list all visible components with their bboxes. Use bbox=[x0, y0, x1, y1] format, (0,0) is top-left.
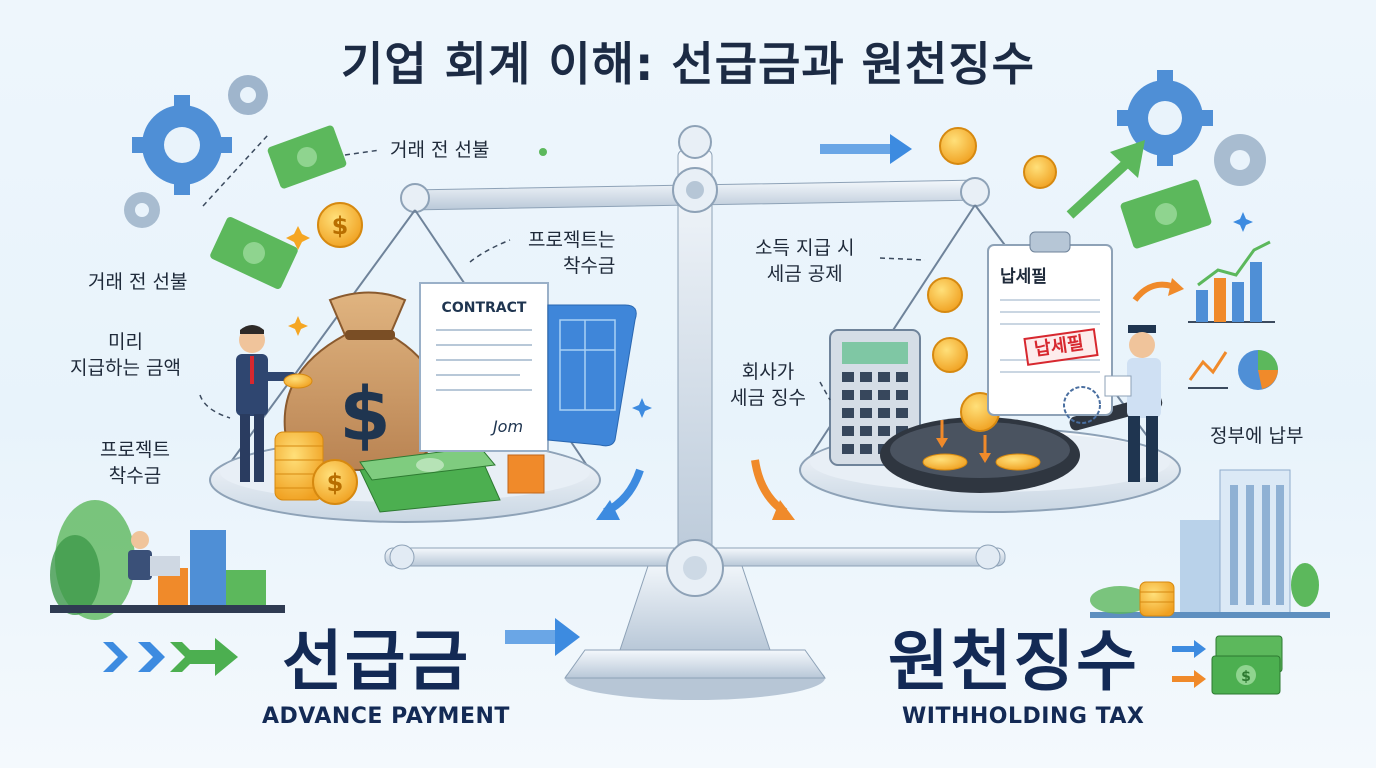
label-project-deposit-center: 프로젝트는 착수금 bbox=[528, 229, 616, 277]
arrow-right-icon bbox=[505, 618, 580, 656]
businessman-figure bbox=[236, 325, 313, 482]
calculator-icon bbox=[829, 329, 921, 466]
arrow-right-icon bbox=[820, 134, 912, 164]
label-pre-payment-top: 거래 전 선불 bbox=[390, 139, 490, 161]
label-pay-to-government: 정부에 납부 bbox=[1210, 425, 1304, 447]
money-bill-icon bbox=[267, 125, 347, 189]
svg-text:$: $ bbox=[339, 372, 391, 458]
line-chart-icon bbox=[1188, 351, 1228, 389]
bar-chart-icon bbox=[1188, 240, 1275, 323]
gear-icon bbox=[228, 75, 268, 115]
building-icon bbox=[1090, 469, 1330, 618]
svg-text:CONTRACT: CONTRACT bbox=[442, 300, 527, 316]
pie-chart-icon bbox=[1238, 350, 1278, 390]
box-icon bbox=[507, 454, 545, 494]
frying-pan-icon bbox=[880, 394, 1163, 493]
arrow-right-icon bbox=[1172, 640, 1206, 688]
label-pre-payment-side: 거래 전 선불 bbox=[88, 271, 188, 293]
withholding-tax-heading: 원천징수 bbox=[888, 623, 1139, 700]
coin-stack-icon: $ bbox=[274, 431, 358, 505]
gear-icon bbox=[124, 192, 160, 228]
connector-lines bbox=[199, 134, 926, 419]
coin-icon: $ bbox=[317, 202, 363, 248]
page-title: 기업 회계 이해: 선급금과 원천징수 bbox=[341, 37, 1035, 91]
office-worker-scene bbox=[50, 500, 285, 620]
curved-arrow-icon bbox=[772, 500, 795, 520]
contract-document-icon: CONTRACT Jom bbox=[419, 282, 549, 452]
tax-receipt-clipboard bbox=[987, 231, 1113, 416]
gear-icon bbox=[1214, 134, 1266, 186]
curved-arrow-icon bbox=[1132, 281, 1173, 302]
money-bill-icon: $ bbox=[1211, 635, 1283, 695]
svg-text:$: $ bbox=[332, 212, 349, 240]
svg-text:Jom: Jom bbox=[490, 417, 523, 436]
label-paid-in-advance: 미리 지급하는 금액 bbox=[70, 331, 181, 379]
label-project-deposit: 프로젝트 착수금 bbox=[100, 439, 170, 487]
withholding-tax-subheading: WITHHOLDING TAX bbox=[902, 704, 1145, 729]
label-deduct-on-income: 소득 지급 시 세금 공제 bbox=[755, 237, 855, 285]
gear-icon bbox=[132, 95, 232, 195]
svg-text:$: $ bbox=[327, 469, 344, 497]
advance-payment-subheading: ADVANCE PAYMENT bbox=[262, 704, 510, 729]
coin-icon bbox=[939, 127, 1057, 189]
money-stack-icon bbox=[359, 446, 501, 513]
arrow-down-icon bbox=[936, 420, 991, 463]
gear-icon bbox=[1117, 70, 1213, 166]
curved-arrow-icon bbox=[596, 500, 620, 520]
sparkle-icon bbox=[632, 212, 1253, 418]
money-bill-icon bbox=[1120, 179, 1212, 249]
sparkle-icon bbox=[286, 226, 310, 336]
dot-decoration bbox=[539, 148, 547, 156]
tax-officer-figure bbox=[1063, 325, 1161, 482]
money-bill-icon bbox=[210, 216, 298, 290]
advance-payment-heading: 선급금 bbox=[282, 623, 471, 700]
label-company-collects: 회사가 세금 징수 bbox=[730, 361, 806, 409]
svg-text:$: $ bbox=[1241, 669, 1251, 685]
coin-stack-icon bbox=[1139, 581, 1175, 617]
tax-receipt-header: 납세필 bbox=[1000, 267, 1047, 287]
chevron-arrows-icon bbox=[103, 638, 238, 676]
blueprint-icon bbox=[547, 304, 637, 447]
growth-arrow-icon bbox=[1066, 140, 1145, 219]
curved-arrow-icon bbox=[1168, 278, 1184, 296]
